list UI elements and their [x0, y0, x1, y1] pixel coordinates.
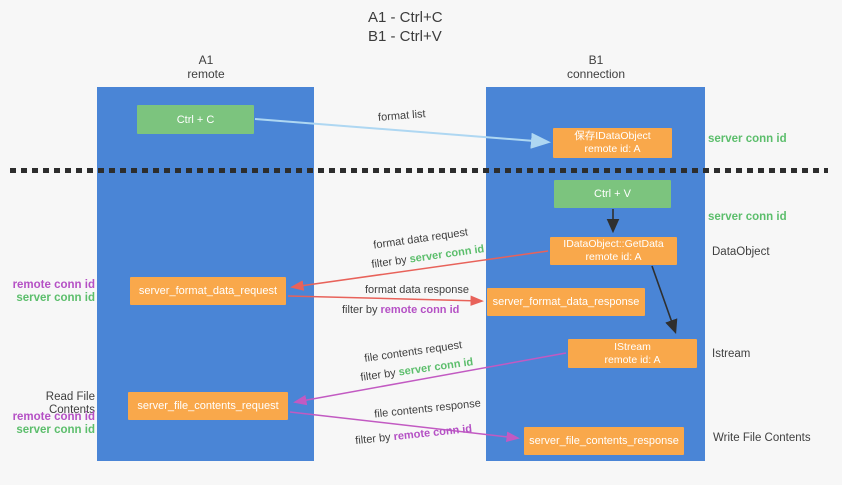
box-server-format-data-response-label: server_format_data_response [492, 296, 640, 308]
column-b-header: B1 connection [536, 53, 656, 81]
label-remote-conn-id-2: remote conn id [12, 411, 95, 423]
box-istream-line2: remote id: A [604, 353, 661, 366]
box-idataobject-getdata-line1: IDataObject::GetData [563, 238, 664, 250]
box-istream-line1: IStream [614, 340, 651, 353]
box-ctrl-c-label: Ctrl + C [176, 113, 215, 126]
column-a-id: A1 [198, 53, 214, 67]
arrow-format-data-response [287, 295, 484, 306]
box-server-file-contents-response: server_file_contents_response [524, 427, 684, 455]
label-filter-format-response: filter by remote conn id [342, 304, 459, 316]
box-server-format-data-request-label: server_format_data_request [138, 285, 278, 297]
box-save-idataobject-line2: remote id: A [584, 143, 641, 155]
filter-prefix: filter by [354, 431, 395, 448]
box-ctrl-v-label: Ctrl + V [594, 188, 631, 200]
box-server-file-contents-request: server_file_contents_request [128, 392, 288, 420]
filter-prefix: filter by [370, 253, 411, 271]
label-istream: Istream [712, 348, 751, 360]
label-filter-file-response: filter by remote conn id [355, 423, 473, 447]
box-server-format-data-response: server_format_data_response [487, 288, 645, 316]
filter-key-server-conn-id: server conn id [408, 243, 486, 266]
label-write-file-contents: Write File Contents [713, 432, 811, 444]
title-line-2: B1 - Ctrl+V [368, 28, 442, 45]
box-idataobject-getdata-line2: remote id: A [585, 251, 642, 263]
label-server-conn-id-2: server conn id [16, 424, 95, 436]
dotted-separator-line [10, 168, 828, 173]
column-a-header: A1 remote [146, 53, 266, 81]
box-server-file-contents-request-label: server_file_contents_request [137, 400, 279, 412]
label-dataobject: DataObject [712, 246, 770, 258]
title-line-1: A1 - Ctrl+C [368, 9, 443, 26]
filter-key-remote-conn-id: remote conn id [380, 304, 460, 316]
label-server-conn-id-top: server conn id [708, 133, 787, 145]
column-b-id: B1 [588, 53, 604, 67]
box-server-format-data-request: server_format_data_request [130, 277, 286, 305]
box-save-idataobject-line1: 保存IDataObject [574, 130, 651, 142]
column-b-subtitle: connection [566, 67, 626, 81]
box-server-file-contents-response-label: server_file_contents_response [529, 435, 679, 447]
diagram-title: A1 - Ctrl+C B1 - Ctrl+V [368, 8, 443, 46]
label-server-conn-id-1: server conn id [16, 292, 95, 304]
box-idataobject-getdata: IDataObject::GetData remote id: A [550, 237, 677, 265]
column-a-subtitle: remote [187, 67, 225, 81]
filter-prefix: filter by [342, 304, 381, 316]
filter-key-server-conn-id: server conn id [397, 356, 475, 379]
box-ctrl-v: Ctrl + V [554, 180, 671, 208]
left-conn-id-group-1: remote conn id server conn id [0, 279, 95, 305]
box-istream: IStream remote id: A [568, 339, 697, 368]
box-save-idataobject: 保存IDataObject remote id: A [553, 128, 672, 158]
label-server-conn-id-mid: server conn id [708, 211, 787, 223]
label-read-file-contents-wrap: Read File Contents [0, 391, 95, 417]
filter-key-remote-conn-id: remote conn id [392, 422, 473, 444]
label-format-list: format list [377, 108, 427, 124]
label-format-data-response: format data response [365, 284, 469, 296]
label-remote-conn-id-1: remote conn id [12, 279, 95, 291]
box-ctrl-c: Ctrl + C [137, 105, 254, 134]
label-file-contents-response: file contents response [373, 397, 482, 421]
label-read-file-contents: Read File Contents [45, 391, 95, 416]
filter-prefix: filter by [359, 366, 400, 384]
left-conn-id-group-2: remote conn id server conn id [0, 411, 95, 437]
